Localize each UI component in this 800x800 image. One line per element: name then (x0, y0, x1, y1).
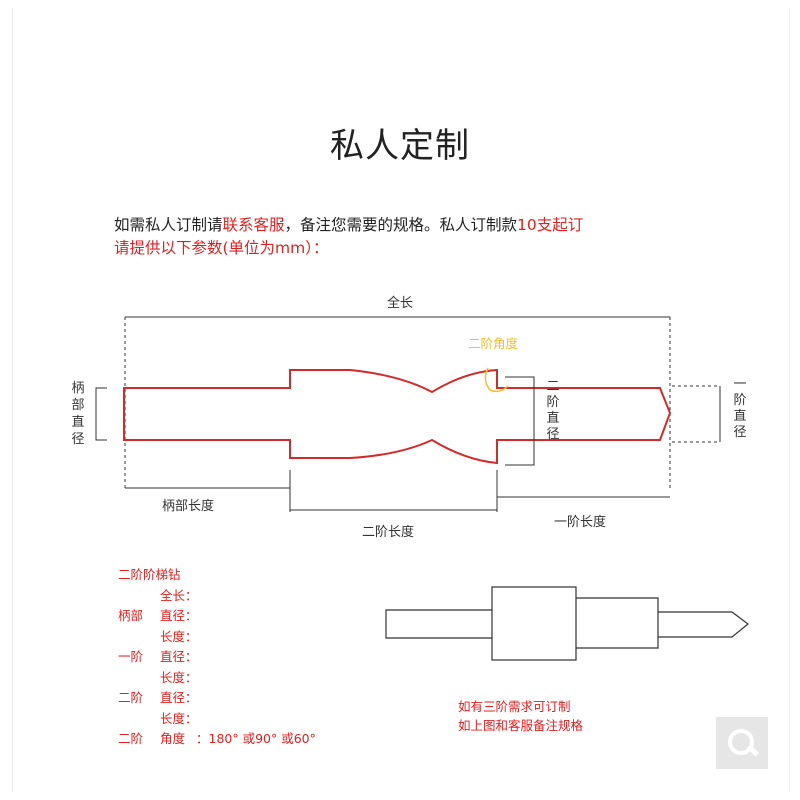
note-line-1: 如有三阶需求可订制 (458, 699, 571, 714)
page-title: 私人定制 (330, 126, 470, 166)
intro-part-1: 如需私人订制请 (114, 216, 223, 234)
spec-heading: 二阶阶梯钻 (118, 567, 181, 582)
spec-second-dia-row: 二阶 直径： (118, 688, 378, 709)
shank-diameter-char-1: 柄 (71, 381, 84, 396)
second-diameter-char-1: 二 (546, 379, 559, 394)
spec-first-dia-row: 一阶 直径： (118, 647, 378, 668)
spec-total-row: 全长： (118, 586, 378, 607)
ref-second-step (491, 586, 577, 661)
shank-diameter-bracket (95, 387, 107, 441)
spec-second-label: 二阶 (118, 690, 144, 705)
spec-second-len-label: 长度： (160, 710, 198, 726)
note-line-2: 如上图和客服备注规格 (458, 718, 584, 733)
spec-angle-label: 角度 (160, 731, 186, 746)
intro-part-3: ，备注您需要的规格。私人订制款 (284, 216, 518, 234)
magnifier-lens (728, 729, 754, 755)
three-step-note: 如有三阶需求可订制 如上图和客服备注规格 (458, 697, 583, 735)
magnifier-icon[interactable] (716, 717, 768, 769)
shank-diameter-label: 柄 部 直 径 (71, 381, 84, 447)
second-diameter-bracket (505, 376, 535, 466)
second-diameter-char-4: 径 (546, 427, 559, 442)
min-order-highlight: 10支起订 (517, 216, 584, 234)
spec-shank-len-row: 长度： (118, 627, 378, 648)
magnifier-handle (747, 744, 760, 757)
total-length-label: 全长 (387, 295, 413, 311)
second-angle-arc (484, 367, 509, 393)
ref-tip (658, 611, 749, 638)
second-diameter-label: 二 阶 直 径 (546, 379, 559, 442)
spec-angle-values: ：180° 或90° 或60° (196, 731, 316, 746)
shank-length-label: 柄部长度 (162, 498, 214, 514)
spec-first-label: 一阶 (118, 649, 144, 664)
intro-line-2: 请提供以下参数(单位为mm）： (114, 239, 329, 257)
spec-second-dia-label: 直径： (160, 690, 198, 705)
length-dimensions (125, 470, 670, 512)
second-diameter-char-2: 阶 (546, 395, 559, 410)
contact-service-highlight: 联系客服 (222, 216, 285, 234)
spec-second-len-row: 长度： (118, 709, 378, 730)
reference-drill-drawing (385, 586, 749, 661)
spec-heading-row: 二阶阶梯钻 (118, 565, 378, 586)
spec-angle-row: 二阶 角度 ：180° 或90° 或60° (118, 729, 378, 750)
shank-diameter-char-3: 直 (71, 415, 84, 430)
first-diameter-label: 一 阶 直 径 (733, 377, 746, 440)
total-length-dimension (124, 316, 671, 488)
spec-shank-dia-row: 柄部 直径： (118, 606, 378, 627)
spec-shank-dia-label: 直径： (160, 608, 198, 623)
ref-first-step (576, 597, 659, 649)
second-length-label: 二阶长度 (362, 524, 414, 540)
first-diameter-char-1: 一 (733, 377, 746, 392)
spec-angle-step-label: 二阶 (118, 731, 144, 746)
spec-shank-label: 柄部 (118, 608, 144, 623)
shank-diameter-char-2: 部 (71, 398, 84, 413)
intro-text: 如需私人订制请联系客服，备注您需要的规格。私人订制款10支起订 请提供以下参数(… (114, 214, 734, 260)
spec-list: 二阶阶梯钻 全长： 柄部直径： 长度： 一阶直径： 长度： 二阶直径： 长度： … (118, 565, 378, 750)
second-diameter-char-3: 直 (546, 411, 559, 426)
page-frame (12, 8, 790, 792)
spec-shank-len-label: 长度： (160, 628, 198, 644)
first-diameter-char-2: 阶 (733, 393, 746, 408)
second-angle-label: 二阶角度 (468, 336, 519, 351)
spec-total-label: 全长： (160, 587, 198, 603)
first-length-label: 一阶长度 (554, 514, 606, 530)
ref-shank (385, 609, 492, 639)
drill-outline (123, 368, 672, 465)
first-diameter-char-3: 直 (733, 409, 746, 424)
first-diameter-char-4: 径 (733, 425, 746, 440)
spec-first-len-label: 长度： (160, 669, 198, 685)
first-diameter-bracket (672, 385, 721, 443)
spec-first-len-row: 长度： (118, 668, 378, 689)
spec-first-dia-label: 直径： (160, 649, 198, 664)
intro-line-1: 如需私人订制请联系客服，备注您需要的规格。私人订制款10支起订 (114, 214, 734, 237)
shank-diameter-char-4: 径 (71, 432, 84, 447)
